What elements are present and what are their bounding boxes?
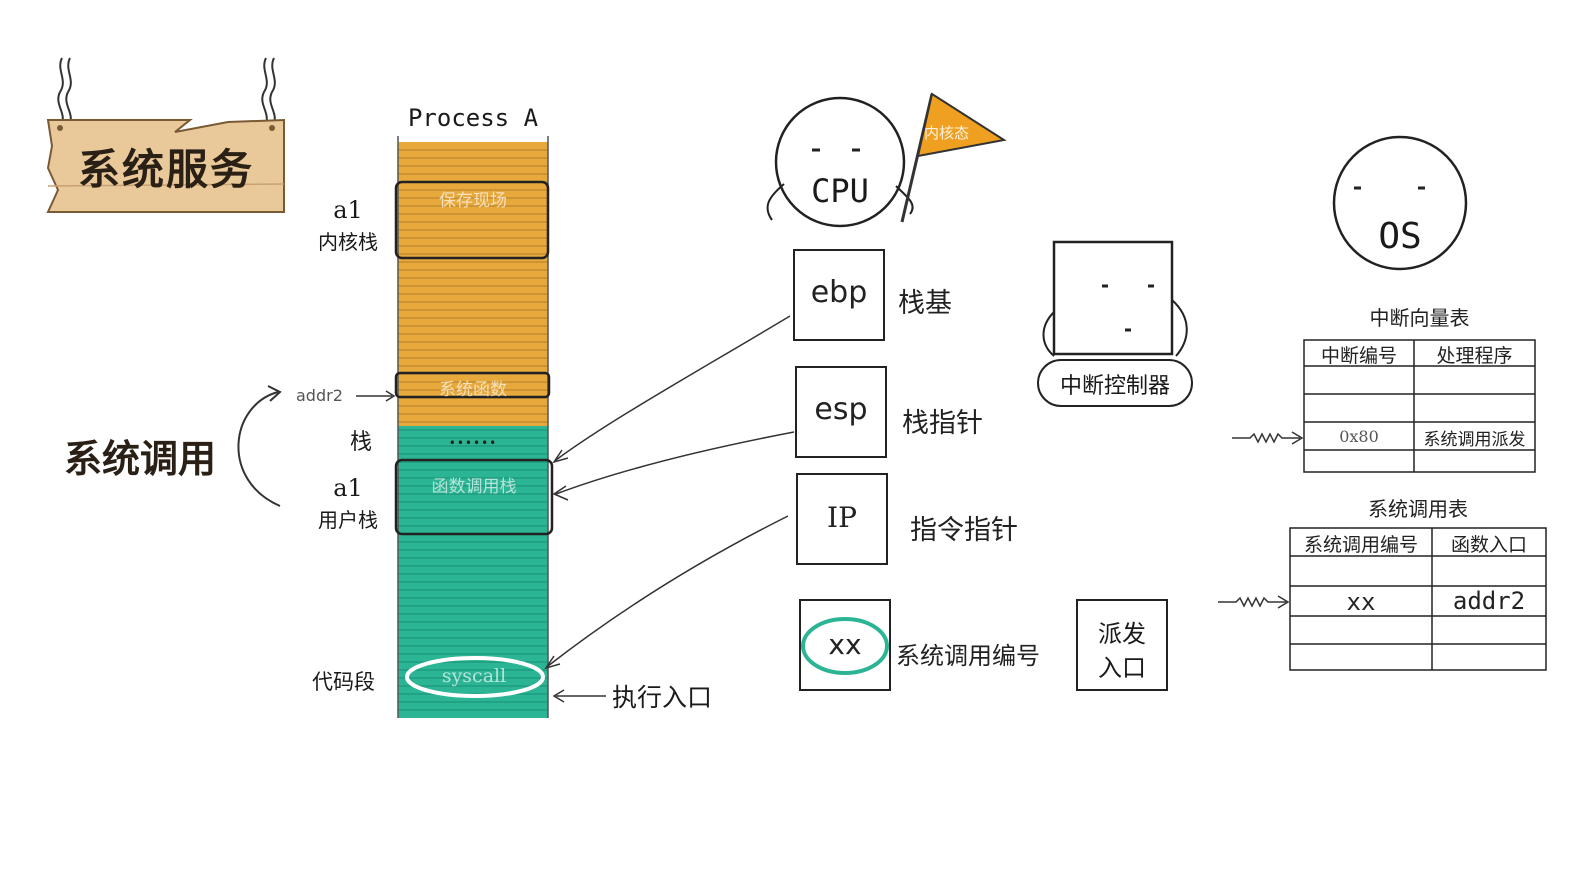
stack-label: 栈 [350,430,373,455]
syscall-table-cell-xx: xx [1346,588,1376,616]
process-title: Process A [407,104,539,132]
kernel-stack-label: 内核栈 [318,230,378,254]
register-box-esp [795,366,887,458]
interrupt-controller-character [1037,240,1193,407]
syscall-curve-arrow [237,391,281,507]
kernel-stack-box [394,180,550,260]
register-xx-desc: 系统调用编号 [896,642,1040,670]
os-character [1332,135,1468,271]
syscall-table-header-0: 系统调用编号 [1303,534,1418,556]
ivt-title: 中断向量表 [1369,306,1470,330]
syscall-function-inner: 系统函数 [439,380,507,400]
dispatch-line-1: 派发 [1098,620,1146,648]
ivt-grid [1303,339,1536,473]
dispatch-line-2: 入口 [1098,654,1146,682]
dispatch-entry-box [1076,599,1168,691]
syscall-table-header-1: 函数入口 [1450,534,1527,556]
register-box-ebp [793,249,885,341]
user-stack-box [394,458,554,536]
kernel-stack-name: a1 [333,196,363,224]
ivt-squiggle-arrow [1232,432,1300,444]
register-xx-name: xx [828,628,862,661]
interrupt-controller-label: 中断控制器 [1059,374,1170,399]
kernel-mode-flag [916,92,1007,158]
xx-highlight-circle [801,617,889,675]
register-ebp-name: ebp [810,275,868,310]
cpu-face-label: CPU [811,172,869,210]
user-stack-label: 用户栈 [318,508,378,532]
register-ip-name: IP [827,501,857,534]
ivt-header-1: 处理程序 [1436,345,1513,367]
ivt-header-0: 中断编号 [1320,345,1397,367]
register-esp-desc: 栈指针 [902,408,983,439]
syscall-table-title: 系统调用表 [1368,497,1468,521]
wooden-sign [46,57,285,213]
kernel-mode-flag-text: 内核态 [924,124,970,142]
register-esp-name: esp [814,392,868,427]
register-ebp-desc: 栈基 [898,288,952,319]
ivt-cell-dispatch: 系统调用派发 [1423,430,1526,450]
kernel-stack-inner: 保存现场 [439,191,507,211]
ivt-cell-0x80: 0x80 [1339,427,1379,446]
syscall-side-label: 系统调用 [64,436,217,481]
user-stack-name: a1 [333,474,363,502]
code-segment-label: 代码段 [312,670,375,694]
syscall-ellipse [405,656,545,698]
entry-label: 执行入口 [612,683,713,712]
syscall-table-cell-addr2: addr2 [1452,587,1526,615]
addr2-label: addr2 [296,386,343,405]
syscall-function-box [394,371,551,399]
code-segment-inner: syscall [441,665,507,687]
sign-title: 系统服务 [77,145,254,194]
syscall-table-grid [1289,527,1547,671]
register-box-ip [796,473,888,565]
process-column [394,136,554,718]
stack-dots: •••••• [448,436,498,450]
cpu-character [766,92,1007,228]
os-face-label: OS [1378,216,1422,257]
syscall-table-squiggle-arrow [1218,596,1286,608]
register-ip-desc: 指令指针 [910,515,1018,546]
user-stack-inner: 函数调用栈 [431,477,517,497]
